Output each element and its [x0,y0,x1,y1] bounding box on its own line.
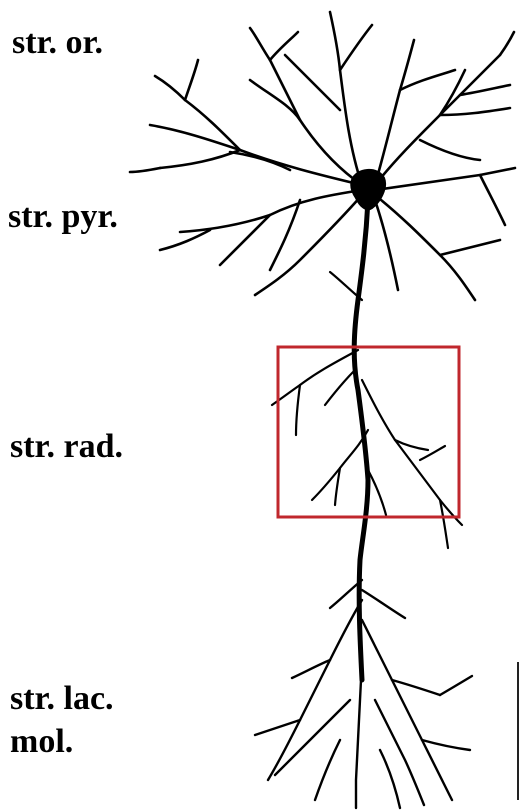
soma [351,170,385,209]
edge-line [517,662,519,800]
basal-dendrites [130,12,515,300]
apical-tuft [255,580,472,808]
